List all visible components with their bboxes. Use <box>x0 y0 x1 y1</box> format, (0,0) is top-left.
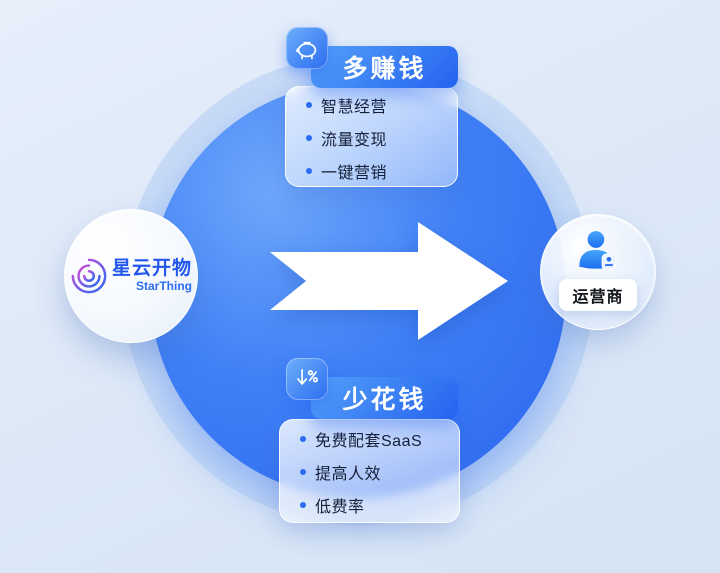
list-item: 免费配套SaaS <box>300 427 447 451</box>
save-money-title: 少花钱 <box>311 377 458 419</box>
operator-label: 运营商 <box>559 279 637 311</box>
bullet-dot <box>306 134 312 141</box>
starthing-logo-text: 星云开物 StarThing <box>112 258 192 294</box>
starthing-node: 星云开物 StarThing <box>64 209 198 343</box>
more-money-card: 智慧经营 流量变现 一键营销 <box>285 86 458 187</box>
list-item-label: 提高人效 <box>315 466 382 483</box>
list-item: 低费率 <box>300 493 447 517</box>
list-item: 提高人效 <box>300 460 447 484</box>
more-money-title: 多赚钱 <box>311 46 458 88</box>
list-item-label: 流量变现 <box>321 131 388 149</box>
list-item: 一键营销 <box>306 159 445 183</box>
list-item-label: 一键营销 <box>321 164 388 182</box>
logo-title: 星云开物 <box>111 258 192 280</box>
operator-node: 运营商 <box>540 214 656 330</box>
save-money-card: 免费配套SaaS 提高人效 低费率 <box>279 419 460 523</box>
list-item: 流量变现 <box>306 126 445 150</box>
bullet-dot <box>300 502 306 508</box>
operator-person-icon <box>579 231 617 271</box>
list-item: 智慧经营 <box>306 93 445 117</box>
flow-arrow <box>270 222 508 340</box>
list-item-label: 免费配套SaaS <box>315 433 423 450</box>
bullet-dot <box>300 469 306 475</box>
starthing-logo: 星云开物 StarThing <box>70 257 192 295</box>
percent-down-glyph <box>297 369 319 385</box>
percent-down-icon <box>286 358 328 400</box>
starthing-swirl-icon <box>71 258 107 294</box>
piggy-bank-icon <box>286 27 328 69</box>
bullet-dot <box>306 101 312 108</box>
bullet-dot <box>300 436 306 442</box>
list-item-label: 智慧经营 <box>321 98 388 116</box>
logo-subtitle: StarThing <box>136 279 192 294</box>
piggy-bank-glyph <box>296 41 317 60</box>
bullet-dot <box>306 167 312 174</box>
list-item-label: 低费率 <box>315 499 365 516</box>
